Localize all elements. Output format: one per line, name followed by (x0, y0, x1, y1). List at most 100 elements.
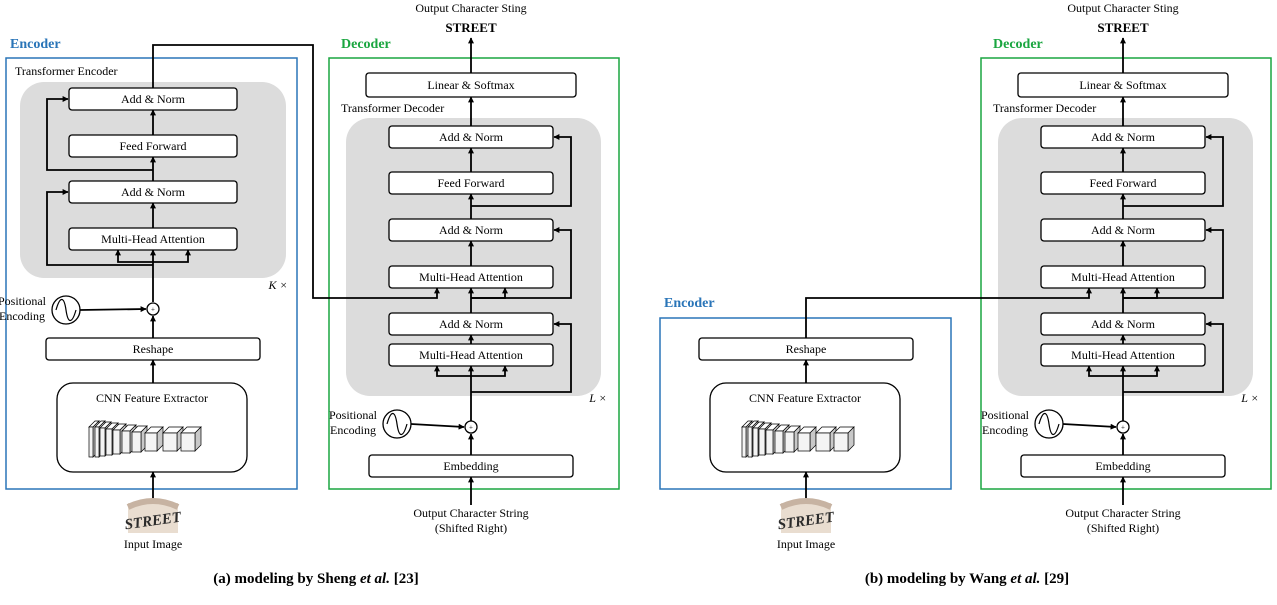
cnn-layer-front-7 (144, 432, 158, 452)
cnn-layer-front-3 (105, 428, 113, 456)
a-input-image: STREET (124, 498, 183, 533)
a-arrow-mha-q (115, 249, 153, 263)
a-arrow-mha-k (153, 249, 191, 263)
a-encoder-stack-title: Transformer Encoder (15, 64, 118, 78)
a-shifted-label-1: Output Character String (413, 506, 528, 520)
b-res-1 (1123, 321, 1224, 393)
b-input-image-text: STREET (777, 509, 836, 533)
a-encoder-title: Encoder (10, 37, 61, 52)
b-linear-softmax-label: Linear & Softmax (1079, 78, 1166, 92)
b-dec-add-norm-1-label: Add & Norm (1091, 317, 1156, 331)
a-arrow-ca-v (471, 287, 508, 299)
a-enc-pos-enc-arrow (79, 306, 147, 313)
a-dec-pos-enc-arrow (410, 423, 465, 430)
a-enc-add-norm-2-label: Add & Norm (121, 92, 186, 106)
b-dec-feed-forward-label: Feed Forward (1090, 176, 1157, 190)
cnn-layer-front-3 (758, 428, 766, 456)
b-res-2 (1123, 227, 1224, 299)
a-input-label: Input Image (124, 537, 182, 551)
a-dec-feed-forward-label: Feed Forward (438, 176, 505, 190)
a-enc-feed-forward-label: Feed Forward (120, 139, 187, 153)
b-input-image-arc (779, 498, 833, 510)
b-dec-sum-node (1116, 420, 1130, 434)
a-embedding-label: Embedding (443, 459, 498, 473)
a-dec-self-attention-label: Multi-Head Attention (419, 348, 523, 362)
a-decoder-border (328, 57, 620, 490)
cnn-layer-front-4 (765, 429, 774, 455)
b-dec-self-attention-label: Multi-Head Attention (1071, 348, 1175, 362)
a-linear-softmax-label: Linear & Softmax (427, 78, 514, 92)
b-dec-pos-enc-arrow (1062, 423, 1117, 430)
a-reshape-label: Reshape (133, 342, 174, 356)
b-shifted-label-2: (Shifted Right) (1087, 521, 1159, 535)
a-output-title: Output Character Sting (415, 1, 526, 15)
b-arrow-sa-q (1086, 365, 1123, 377)
a-enc-pos-enc-label-2: Encoding (0, 309, 45, 323)
b-dec-cross-attention-label: Multi-Head Attention (1071, 270, 1175, 284)
b-input-image-bg (781, 503, 831, 533)
b-shifted-label-1: Output Character String (1065, 506, 1180, 520)
a-res-3 (471, 134, 572, 207)
a-shifted-label-2: (Shifted Right) (435, 521, 507, 535)
a-res-1 (471, 321, 572, 393)
a-cnn-label: CNN Feature Extractor (96, 391, 208, 405)
a-dec-sine-wave (386, 412, 408, 436)
b-encoder-title: Encoder (664, 296, 715, 311)
caption-b-ref: [29] (1040, 571, 1069, 587)
captions: (a) modeling by Sheng et al. [23] (b) mod… (213, 571, 1069, 587)
b-memory-connection (805, 287, 1092, 338)
a-dec-add-norm-3-label: Add & Norm (439, 130, 504, 144)
a-dec-pos-enc-label-1: Positional (329, 408, 378, 422)
cnn-layer-front-2 (752, 427, 759, 457)
b-arrow-ca-v (1123, 287, 1160, 299)
caption-a: (a) modeling by Sheng et al. [23] (213, 571, 418, 587)
b-dec-pos-enc-label-1: Positional (981, 408, 1030, 422)
b-dec-sum-node-plus: + (1121, 424, 1125, 432)
b-embedding-label: Embedding (1095, 459, 1150, 473)
cnn-layer-front-4 (112, 429, 121, 455)
caption-b-etal: et al. (1010, 571, 1040, 587)
a-enc-mha-label: Multi-Head Attention (101, 232, 205, 246)
cnn-layer-front-1 (94, 426, 100, 458)
a-enc-sum-node (146, 302, 160, 316)
cnn-layer-front-9 (833, 432, 849, 452)
a-dec-sum-node (464, 420, 478, 434)
a-input-image-arc (126, 498, 180, 510)
cnn-layer-front-1 (747, 426, 753, 458)
b-cnn-label: CNN Feature Extractor (749, 391, 861, 405)
a-enc-pos-enc-label-1: Positional (0, 294, 47, 308)
cnn-layer-front-2 (99, 427, 106, 457)
cnn-layer-front-6 (131, 431, 142, 453)
b-cnn-layers-icon (741, 420, 855, 458)
cnn-layer-front-0 (88, 426, 94, 458)
caption-a-etal: et al. (360, 571, 390, 587)
a-input-image-bg (128, 503, 178, 533)
cnn-layer-front-8 (815, 432, 831, 452)
a-decoder-repeat-label: L × (588, 391, 607, 405)
caption-b: (b) modeling by Wang et al. [29] (865, 571, 1069, 587)
b-decoder-border (980, 57, 1272, 490)
a-input-image-text: STREET (124, 509, 183, 533)
b-output-title: Output Character Sting (1067, 1, 1178, 15)
b-output-word: STREET (1097, 20, 1149, 35)
a-cnn-layers-icon (88, 420, 202, 458)
b-reshape-label: Reshape (786, 342, 827, 356)
b-dec-add-norm-3-label: Add & Norm (1091, 130, 1156, 144)
a-dec-pos-enc-label-2: Encoding (330, 423, 376, 437)
cnn-layer-front-5 (774, 430, 784, 454)
b-decoder-repeat-label: L × (1240, 391, 1259, 405)
a-arrow-sa-k (471, 365, 508, 377)
caption-a-ref: [23] (390, 571, 419, 587)
a-enc-sine-wave (55, 298, 77, 322)
a-enc-res-1 (46, 189, 153, 266)
a-enc-add-norm-1-label: Add & Norm (121, 185, 186, 199)
a-encoder-repeat-label: K × (267, 278, 287, 292)
a-output-word: STREET (445, 20, 497, 35)
caption-b-prefix: (b) modeling by Wang (865, 571, 1011, 587)
b-dec-add-norm-2-label: Add & Norm (1091, 223, 1156, 237)
a-decoder-title: Decoder (341, 37, 391, 52)
cnn-layer-front-7 (797, 432, 811, 452)
